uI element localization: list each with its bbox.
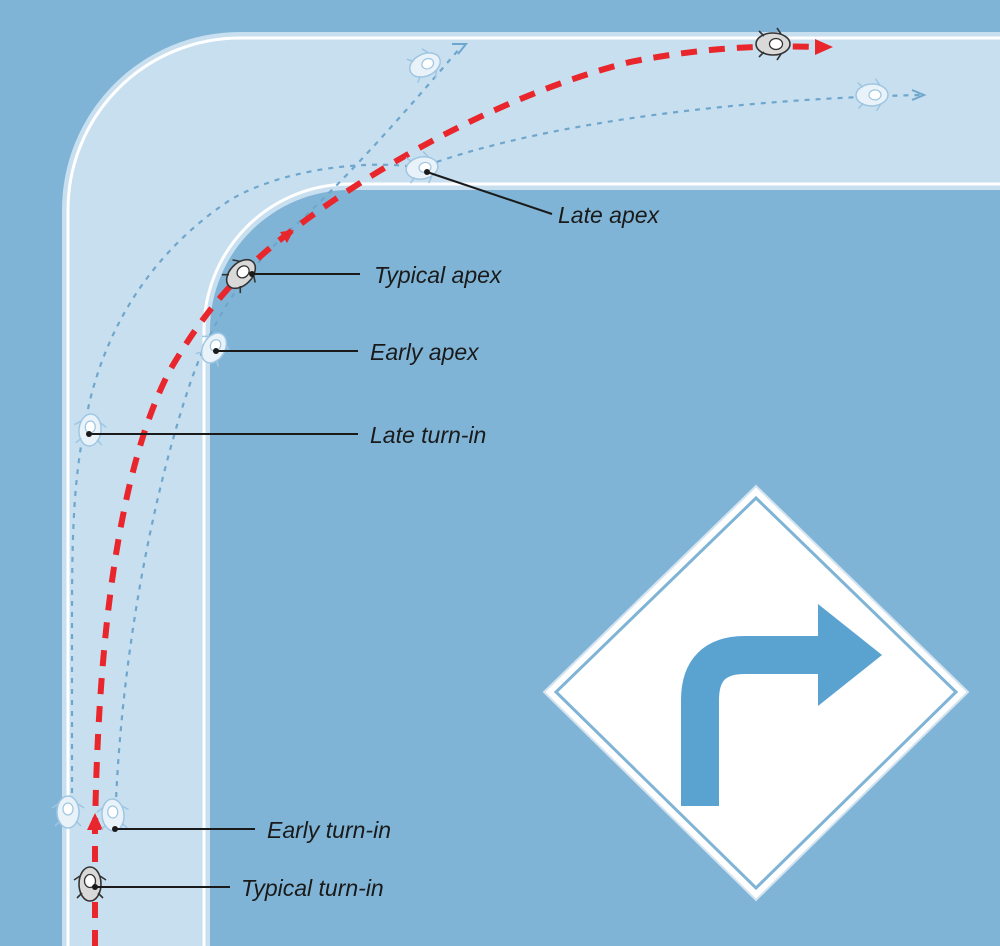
- label-early-apex: Early apex: [370, 339, 480, 365]
- road: [62, 32, 1000, 946]
- leader-late-apex: [426, 171, 553, 215]
- road-outer-edge: [66, 36, 1000, 946]
- label-early-turn-in: Early turn-in: [267, 817, 391, 843]
- late-line-arrowhead: [911, 89, 927, 101]
- typical-line-arrowhead: [815, 39, 833, 55]
- typical-mid-arrowhead: [280, 230, 294, 243]
- road-inner-edge: [202, 182, 1000, 946]
- label-typical-apex: Typical apex: [374, 262, 503, 288]
- typical-start-arrowhead: [87, 813, 103, 830]
- label-late-turn-in: Late turn-in: [370, 422, 486, 448]
- label-typical-turn-in: Typical turn-in: [241, 875, 384, 901]
- early-line-arrowhead: [452, 43, 469, 55]
- right-turn-sign-icon: [542, 484, 970, 902]
- leader-lines: [89, 171, 553, 888]
- late-line-path: [70, 93, 921, 815]
- label-late-apex: Late apex: [558, 202, 661, 228]
